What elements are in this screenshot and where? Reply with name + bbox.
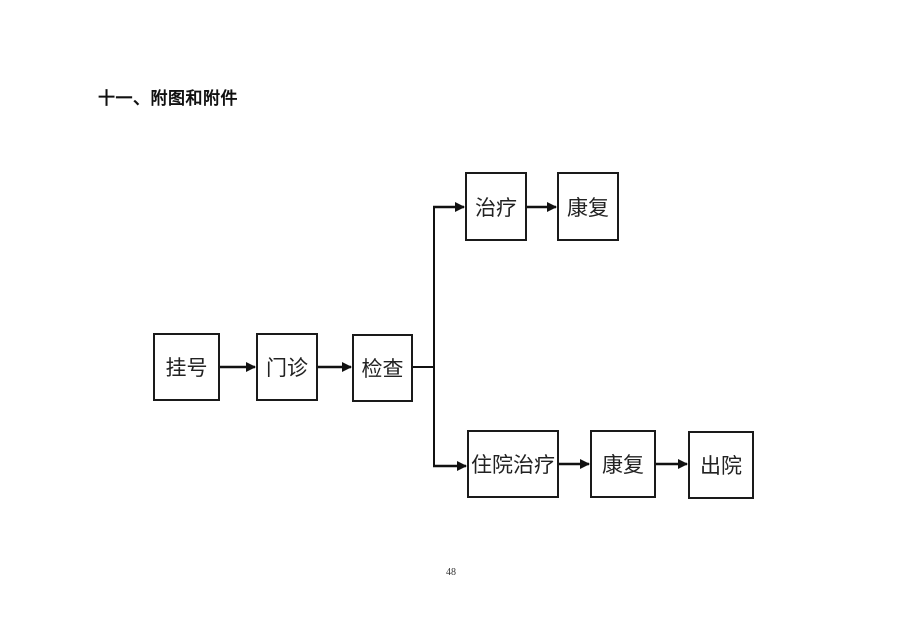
- node-registration: 挂号: [153, 333, 220, 401]
- node-inpatient-treatment: 住院治疗: [467, 430, 559, 498]
- node-discharge: 出院: [688, 431, 754, 499]
- node-examination: 检查: [352, 334, 413, 402]
- node-outpatient: 门诊: [256, 333, 318, 401]
- node-treatment: 治疗: [465, 172, 527, 241]
- node-rehab-bottom: 康复: [590, 430, 656, 498]
- page-number: 48: [446, 567, 456, 578]
- node-rehab-top: 康复: [557, 172, 619, 241]
- section-heading: 十一、附图和附件: [98, 89, 238, 109]
